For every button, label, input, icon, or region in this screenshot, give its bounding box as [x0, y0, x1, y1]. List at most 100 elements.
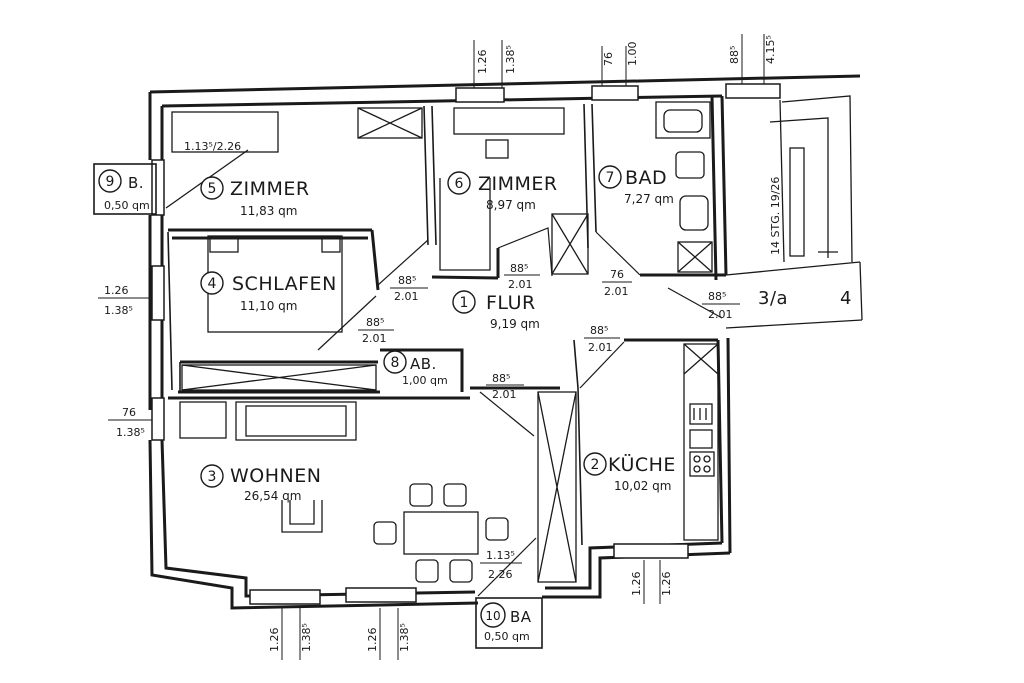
- kitchen-counter: [683, 343, 719, 541]
- wardrobe-zimmer5: [357, 107, 423, 139]
- door-wohnen: [479, 391, 535, 437]
- door-bad: [595, 231, 641, 276]
- room-number-balkon10: 10: [485, 609, 500, 623]
- desk-zimmer6: [453, 107, 565, 135]
- door-dim-balcony-top: 1.13⁵: [486, 549, 515, 562]
- wardrobe-schlafen: [181, 364, 377, 391]
- window-dim-schlafen-a: 1.26: [104, 284, 129, 297]
- door-dim-entry-bottom: 2.01: [708, 308, 733, 321]
- door-entry: [667, 287, 723, 319]
- stove: [689, 451, 715, 477]
- room-number-zimmer6: 6: [455, 176, 464, 192]
- room-number-zimmer5: 5: [208, 181, 217, 197]
- room-name-wohnen: WOHNEN: [230, 465, 321, 487]
- window-wohnen-bottom1: [249, 589, 321, 605]
- door-dim-bad-top: 76: [610, 268, 624, 281]
- windows: [151, 83, 781, 605]
- room-number-flur: 1: [460, 295, 469, 311]
- door-dim-flur-left-top: 88⁵: [398, 274, 416, 287]
- dining-table: [403, 511, 479, 555]
- balcony10-box: [475, 597, 543, 649]
- door-schlafen: [317, 295, 377, 351]
- door-dim-flur-left-bottom: 2.01: [394, 290, 419, 303]
- room-labels: 5 ZIMMER 11,83 qm 6 ZIMMER 8,97 qm 7 BAD…: [104, 167, 676, 643]
- room-name-kueche: KÜCHE: [608, 453, 676, 476]
- window-schlafen: [151, 265, 165, 321]
- room-area-ab: 1,00 qm: [402, 374, 448, 387]
- door-zimmer6: [497, 227, 553, 277]
- room-area-zimmer6: 8,97 qm: [486, 198, 536, 212]
- door-dim-flur-mid-top: 88⁵: [366, 316, 384, 329]
- door-dim-kueche-top: 88⁵: [590, 324, 608, 337]
- room-name-balkon9: B.: [128, 174, 144, 192]
- outer-walls: [148, 74, 861, 610]
- window-dim-bad-a: 76: [602, 52, 615, 66]
- room-name-schlafen: SCHLAFEN: [232, 273, 337, 295]
- door-dim-zimmer6-bottom: 2.01: [508, 278, 533, 291]
- door-kueche: [579, 341, 625, 389]
- room-name-zimmer6: ZIMMER: [478, 173, 558, 195]
- room-area-balkon10: 0,50 qm: [484, 630, 530, 643]
- stair: [779, 95, 853, 263]
- window-dim-wohnen-left-b: 1.38⁵: [116, 426, 145, 439]
- door-dim-flur-mid-bottom: 2.01: [362, 332, 387, 345]
- door-zimmer5: [377, 239, 429, 286]
- stair-labels: 14 STG. 19/26 3/a 4: [758, 177, 852, 309]
- window-dim-wohnen-bottom1-b: 1.38⁵: [300, 623, 313, 652]
- room-area-kueche: 10,02 qm: [614, 479, 671, 493]
- room-name-bad: BAD: [625, 167, 667, 189]
- window-dim-stair-b: 4.15⁵: [764, 35, 777, 64]
- window-dim-stair-a: 88⁵: [728, 46, 741, 64]
- door-dim-zimmer6-top: 88⁵: [510, 262, 528, 275]
- balcony9-box: [93, 163, 157, 215]
- unit-label-b: 4: [840, 288, 852, 309]
- sofa: [281, 500, 323, 533]
- window-dim-wohnen-bottom2-a: 1.26: [366, 628, 379, 653]
- door-dim-bad-bottom: 2.01: [604, 285, 629, 298]
- room-area-schlafen: 11,10 qm: [240, 299, 297, 313]
- window-bad: [591, 85, 639, 101]
- room-name-flur: FLUR: [486, 292, 536, 314]
- door-dim-zimmer5: 1.13⁵/2.26: [184, 140, 241, 153]
- door-dim-kueche-bottom: 2.01: [588, 341, 613, 354]
- room-number-kueche: 2: [591, 457, 600, 473]
- toilet: [679, 195, 709, 231]
- window-dim-wohnen-left-a: 76: [122, 406, 136, 419]
- room-area-zimmer5: 11,83 qm: [240, 204, 297, 218]
- room-area-wohnen: 26,54 qm: [244, 489, 301, 503]
- room-number-circles: [98, 165, 622, 628]
- room-area-flur: 9,19 qm: [490, 317, 540, 331]
- interior-walls: [167, 103, 726, 546]
- door-dim-wohnen-bottom: 2.01: [492, 388, 517, 401]
- door-dim-balcony-bottom: 2.26: [488, 568, 513, 581]
- wardrobe-flur: [537, 391, 577, 583]
- sideboard: [235, 401, 357, 441]
- washbasin: [675, 151, 705, 179]
- door-dim-wohnen-top: 88⁵: [492, 372, 510, 385]
- room-number-ab: 8: [391, 355, 400, 371]
- room-area-bad: 7,27 qm: [624, 192, 674, 206]
- doors: [317, 227, 723, 597]
- stair-label: 14 STG. 19/26: [769, 177, 782, 255]
- window-balcony9: [151, 159, 165, 216]
- room-name-balkon10: BA: [510, 608, 532, 626]
- window-wohnen-left: [151, 397, 165, 441]
- window-dim-wohnen-bottom2-b: 1.38⁵: [398, 623, 411, 652]
- door-dim-entry-top: 88⁵: [708, 290, 726, 303]
- window-wohnen-bottom2: [345, 587, 417, 603]
- window-kueche-bottom: [613, 543, 689, 559]
- window-dim-bad-b: 1.00: [626, 42, 639, 67]
- room-name-zimmer5: ZIMMER: [230, 178, 310, 200]
- door-dimensions: 1.13⁵/2.26 88⁵ 2.01 88⁵ 2.01 88⁵ 2.01 76…: [184, 140, 740, 581]
- room-number-balkon9: 9: [106, 174, 115, 190]
- window-dim-schlafen-b: 1.38⁵: [104, 304, 133, 317]
- room-name-ab: AB.: [410, 355, 437, 373]
- window-stair: [725, 83, 781, 99]
- wardrobe-zimmer6: [551, 213, 589, 275]
- window-dim-kueche-a: 1.26: [630, 572, 643, 597]
- room-number-schlafen: 4: [208, 276, 217, 292]
- window-dim-wohnen-bottom1-a: 1.26: [268, 628, 281, 653]
- room-number-bad: 7: [606, 170, 615, 186]
- room-number-wohnen: 3: [208, 469, 217, 485]
